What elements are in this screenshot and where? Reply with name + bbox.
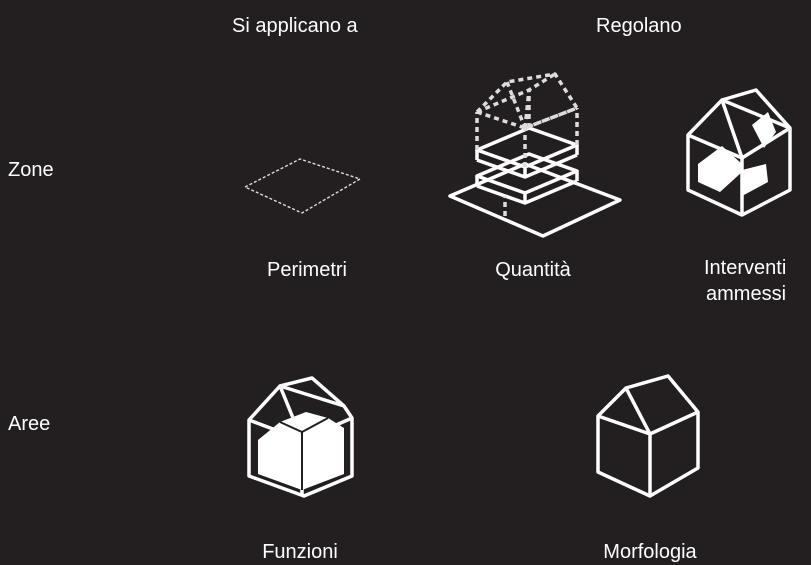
label-perimetri: Perimetri [266,259,348,281]
morphology-icon [594,372,704,502]
label-morfologia: Morfologia [603,541,697,563]
functions-icon [244,376,359,503]
perimeter-icon [240,155,370,225]
quantity-icon [445,68,625,248]
label-quantita: Quantità [495,259,571,281]
interventions-icon [680,88,795,225]
label-funzioni: Funzioni [262,541,338,563]
label-interventi-line1: Interventi [704,257,787,279]
column-header-regulate: Regolano [596,15,682,37]
label-interventi-line2: ammessi [706,283,787,305]
row-header-aree: Aree [8,413,51,435]
column-header-applies-to: Si applicano a [232,15,358,37]
row-header-zone: Zone [8,159,54,181]
